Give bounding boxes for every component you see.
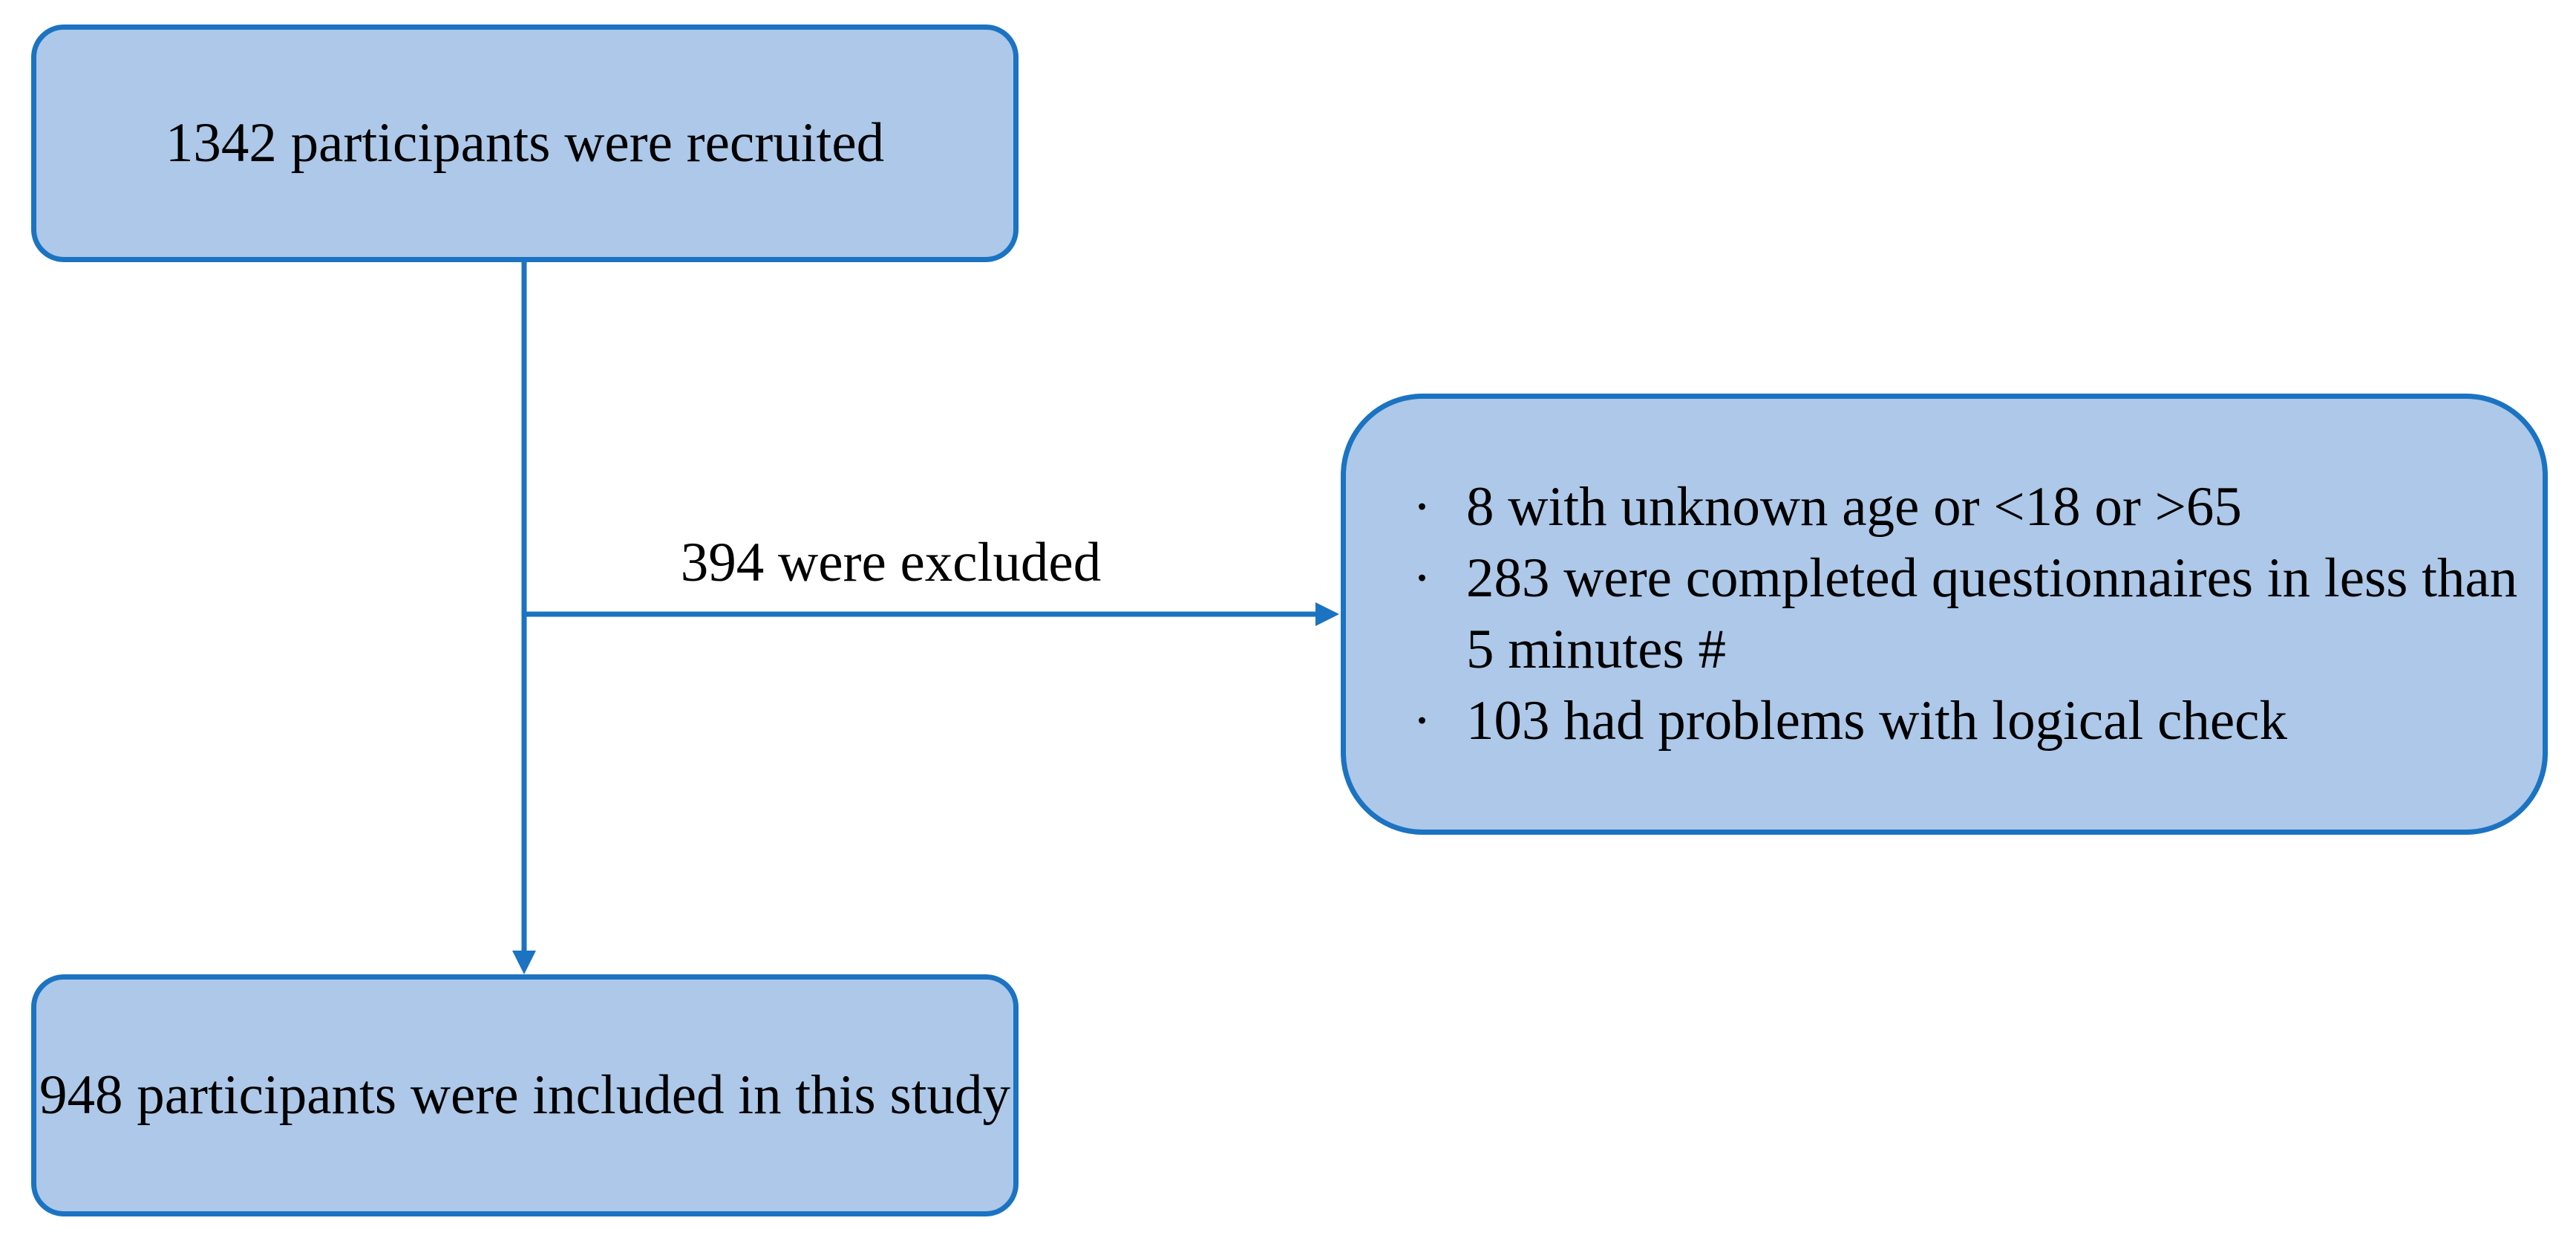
exclusion-reasons-list: · 8 with unknown age or <18 or >65 · 283… bbox=[1346, 472, 2543, 757]
exclusion-reason: · 283 were completed questionnaires in l… bbox=[1413, 543, 2543, 685]
exclusion-branch-arrowhead bbox=[1315, 602, 1339, 626]
exclusion-reason: · 103 had problems with logical check bbox=[1413, 685, 2543, 757]
exclusion-reason: · 8 with unknown age or <18 or >65 bbox=[1413, 472, 2543, 543]
included-box: 948 participants were included in this s… bbox=[31, 974, 1019, 1216]
exclusion-reason-text: 283 were completed questionnaires in les… bbox=[1466, 547, 2518, 680]
recruited-box: 1342 participants were recruited bbox=[31, 25, 1019, 262]
bullet-icon: · bbox=[1413, 690, 1431, 752]
main-flow-arrowhead bbox=[512, 951, 536, 974]
bullet-icon: · bbox=[1413, 547, 1431, 609]
excluded-count-label: 394 were excluded bbox=[680, 532, 1102, 593]
bullet-icon: · bbox=[1413, 476, 1431, 538]
recruited-text: 1342 participants were recruited bbox=[165, 112, 885, 174]
included-text: 948 participants were included in this s… bbox=[39, 1064, 1011, 1126]
exclusion-reason-text: 103 had problems with logical check bbox=[1466, 690, 2287, 752]
exclusion-reasons-box: · 8 with unknown age or <18 or >65 · 283… bbox=[1341, 394, 2548, 835]
exclusion-reason-text: 8 with unknown age or <18 or >65 bbox=[1466, 476, 2242, 538]
